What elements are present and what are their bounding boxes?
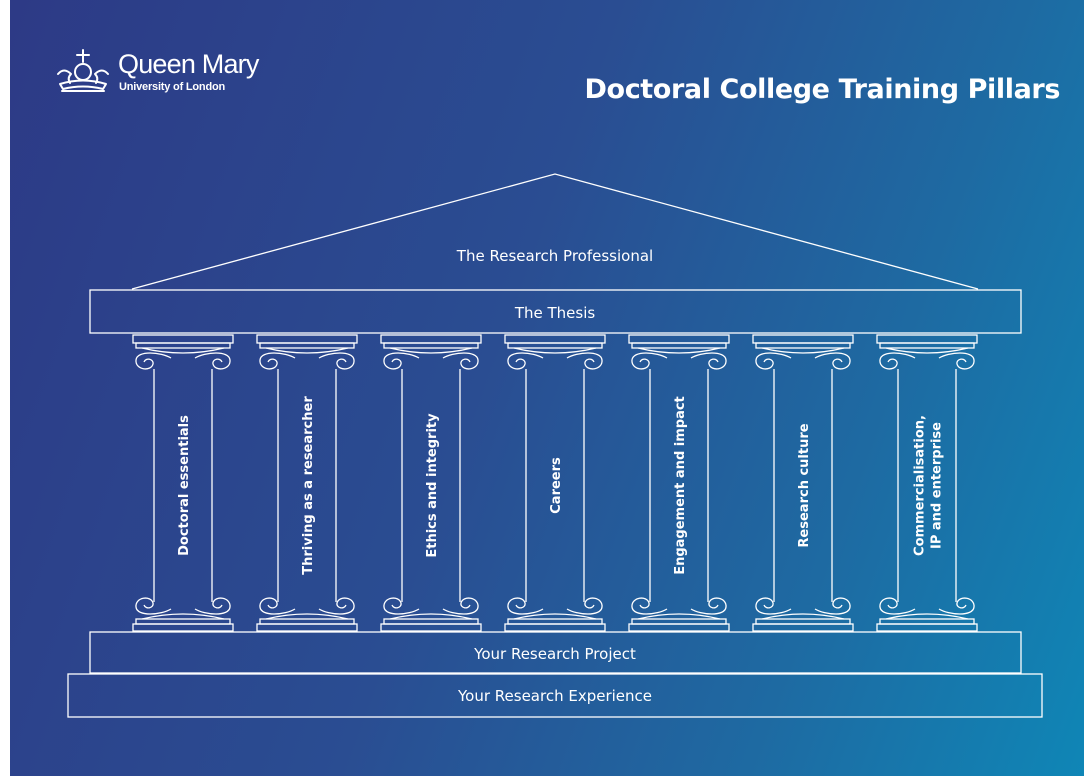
thesis-label: The Thesis bbox=[514, 304, 596, 322]
pillar-5 bbox=[628, 334, 730, 632]
pillars: Doctoral essentials Thriving as a researc… bbox=[132, 334, 978, 632]
roof-outline bbox=[131, 173, 979, 290]
crown-icon bbox=[57, 49, 109, 92]
logo-subtitle: University of London bbox=[119, 81, 226, 93]
logo-name: Queen Mary bbox=[118, 49, 259, 79]
pillar-label-7: Commercialisation,IP and enterprise bbox=[913, 415, 945, 556]
research-experience-label: Your Research Experience bbox=[457, 687, 652, 705]
roof-label: The Research Professional bbox=[456, 247, 653, 265]
research-project-step bbox=[89, 631, 1022, 674]
pillar-label-3: Ethics and integrity bbox=[425, 413, 440, 558]
research-experience-step bbox=[67, 673, 1043, 718]
pillar-label-2: Thriving as a researcher bbox=[301, 396, 316, 575]
pillar-4 bbox=[504, 334, 606, 632]
pillar-2 bbox=[256, 334, 358, 632]
pillar-label-5: Engagement and impact bbox=[673, 396, 688, 575]
pillar-label-6: Research culture bbox=[797, 423, 812, 547]
pillar-3 bbox=[380, 334, 482, 632]
temple-diagram: Doctoral essentials Thriving as a researc… bbox=[67, 173, 1043, 718]
pillar-1 bbox=[132, 334, 234, 632]
pillar-6 bbox=[752, 334, 854, 632]
diagram-canvas: Queen Mary University of London Doctoral… bbox=[10, 0, 1084, 776]
page-title: Doctoral College Training Pillars bbox=[584, 74, 1061, 105]
pillar-label-4: Careers bbox=[549, 457, 564, 514]
research-project-label: Your Research Project bbox=[473, 645, 636, 663]
pillar-7 bbox=[876, 334, 978, 632]
pillar-label-1: Doctoral essentials bbox=[177, 415, 192, 556]
thesis-beam bbox=[89, 289, 1022, 334]
